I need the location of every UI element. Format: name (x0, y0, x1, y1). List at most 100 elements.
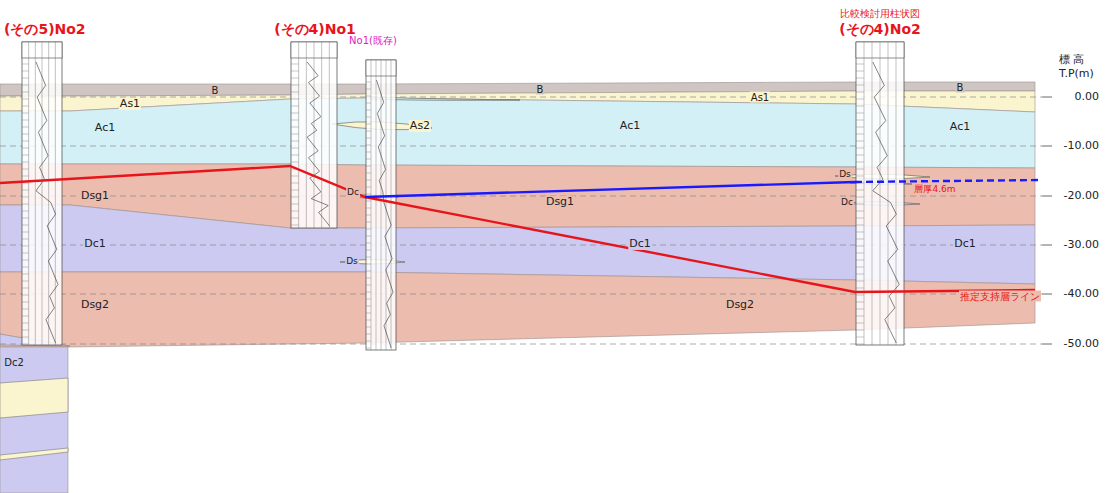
layer-name: Dc1 (628, 238, 652, 250)
depth-tick (22, 176, 29, 177)
log-column-rule (306, 42, 307, 228)
log-column-rule (42, 42, 43, 345)
depth-tick (22, 323, 29, 324)
layer-name: Dsg1 (545, 196, 575, 208)
depth-tick (291, 106, 299, 107)
borehole-log (291, 42, 337, 228)
log-column-rule (872, 42, 873, 345)
depth-tick (366, 145, 371, 146)
depth-tick (366, 201, 371, 202)
depth-tick (366, 173, 371, 174)
depth-tick (22, 344, 29, 345)
depth-tick (856, 176, 864, 177)
elevation-value: -20.00 (1063, 190, 1100, 202)
depth-tick (366, 187, 371, 188)
layer-name: B (956, 82, 965, 93)
borehole-title: (その5)No2 (3, 22, 87, 37)
depth-tick (22, 211, 29, 212)
depth-tick (366, 159, 371, 160)
comparison-line (365, 182, 855, 197)
depth-tick (366, 180, 371, 181)
depth-tick (366, 117, 371, 118)
depth-tick (22, 85, 29, 86)
depth-tick (22, 225, 29, 226)
n-value-curve (307, 62, 330, 226)
depth-tick (366, 103, 371, 104)
n-value-curve (377, 80, 394, 348)
layer-name: Ds (345, 257, 359, 267)
depth-tick (856, 204, 864, 205)
depth-tick (366, 138, 371, 139)
borehole-log (856, 42, 904, 345)
layer-name: Dc (346, 188, 360, 198)
sand-layer (0, 378, 68, 418)
depth-tick (22, 253, 29, 254)
depth-tick (22, 99, 29, 100)
depth-tick (856, 169, 864, 170)
depth-tick (291, 141, 299, 142)
comparison-line (855, 180, 1040, 182)
depth-tick (856, 274, 864, 275)
depth-tick (22, 106, 29, 107)
depth-tick (22, 239, 29, 240)
depth-tick (856, 197, 864, 198)
elevation-tick (1042, 97, 1052, 98)
depth-tick (856, 141, 864, 142)
depth-tick (291, 64, 299, 65)
depth-tick (366, 292, 371, 293)
depth-tick (22, 218, 29, 219)
log-column-rule (371, 60, 372, 350)
depth-tick (856, 155, 864, 156)
depth-tick (22, 127, 29, 128)
depth-tick (856, 162, 864, 163)
layer-name: B (536, 84, 545, 95)
depth-tick (291, 92, 299, 93)
log-column-rule (864, 42, 865, 345)
depth-tick (366, 264, 371, 265)
depth-tick (291, 218, 299, 219)
layer-name: As1 (119, 98, 141, 110)
note: 比較検討用柱状図 (839, 8, 921, 19)
depth-tick (291, 211, 299, 212)
layer-name: As2 (409, 120, 431, 132)
borehole-log (22, 42, 62, 345)
elevation-value: 0.00 (1074, 91, 1101, 103)
layer-name: Ac1 (949, 121, 971, 133)
depth-tick (366, 257, 371, 258)
layer-name: Dsg2 (725, 299, 755, 311)
depth-tick (856, 106, 864, 107)
depth-tick (366, 334, 371, 335)
log-column-rule (321, 42, 322, 228)
depth-tick (22, 267, 29, 268)
log-column-rule (880, 42, 881, 345)
log-column-rule (28, 42, 29, 345)
log-column-rule (386, 60, 387, 350)
depth-tick (856, 99, 864, 100)
depth-tick (366, 194, 371, 195)
depth-tick (291, 197, 299, 198)
depth-tick (22, 78, 29, 79)
layer-name: Dsg2 (80, 299, 110, 311)
depth-tick (291, 99, 299, 100)
depth-tick (366, 278, 371, 279)
depth-tick (856, 92, 864, 93)
depth-tick (856, 316, 864, 317)
depth-tick (22, 330, 29, 331)
depth-tick (291, 148, 299, 149)
depth-tick (366, 327, 371, 328)
depth-tick (366, 89, 371, 90)
depth-tick (366, 250, 371, 251)
depth-tick (291, 71, 299, 72)
depth-tick (22, 92, 29, 93)
elevation-tick (1042, 245, 1052, 246)
depth-tick (291, 113, 299, 114)
elevation-tick (1042, 196, 1052, 197)
elevation-value: -30.00 (1063, 239, 1100, 251)
depth-tick (22, 113, 29, 114)
n-value-curve (36, 62, 58, 343)
log-column-rule (48, 42, 49, 345)
depth-tick (291, 176, 299, 177)
log-column-rule (888, 42, 889, 345)
depth-tick (856, 281, 864, 282)
